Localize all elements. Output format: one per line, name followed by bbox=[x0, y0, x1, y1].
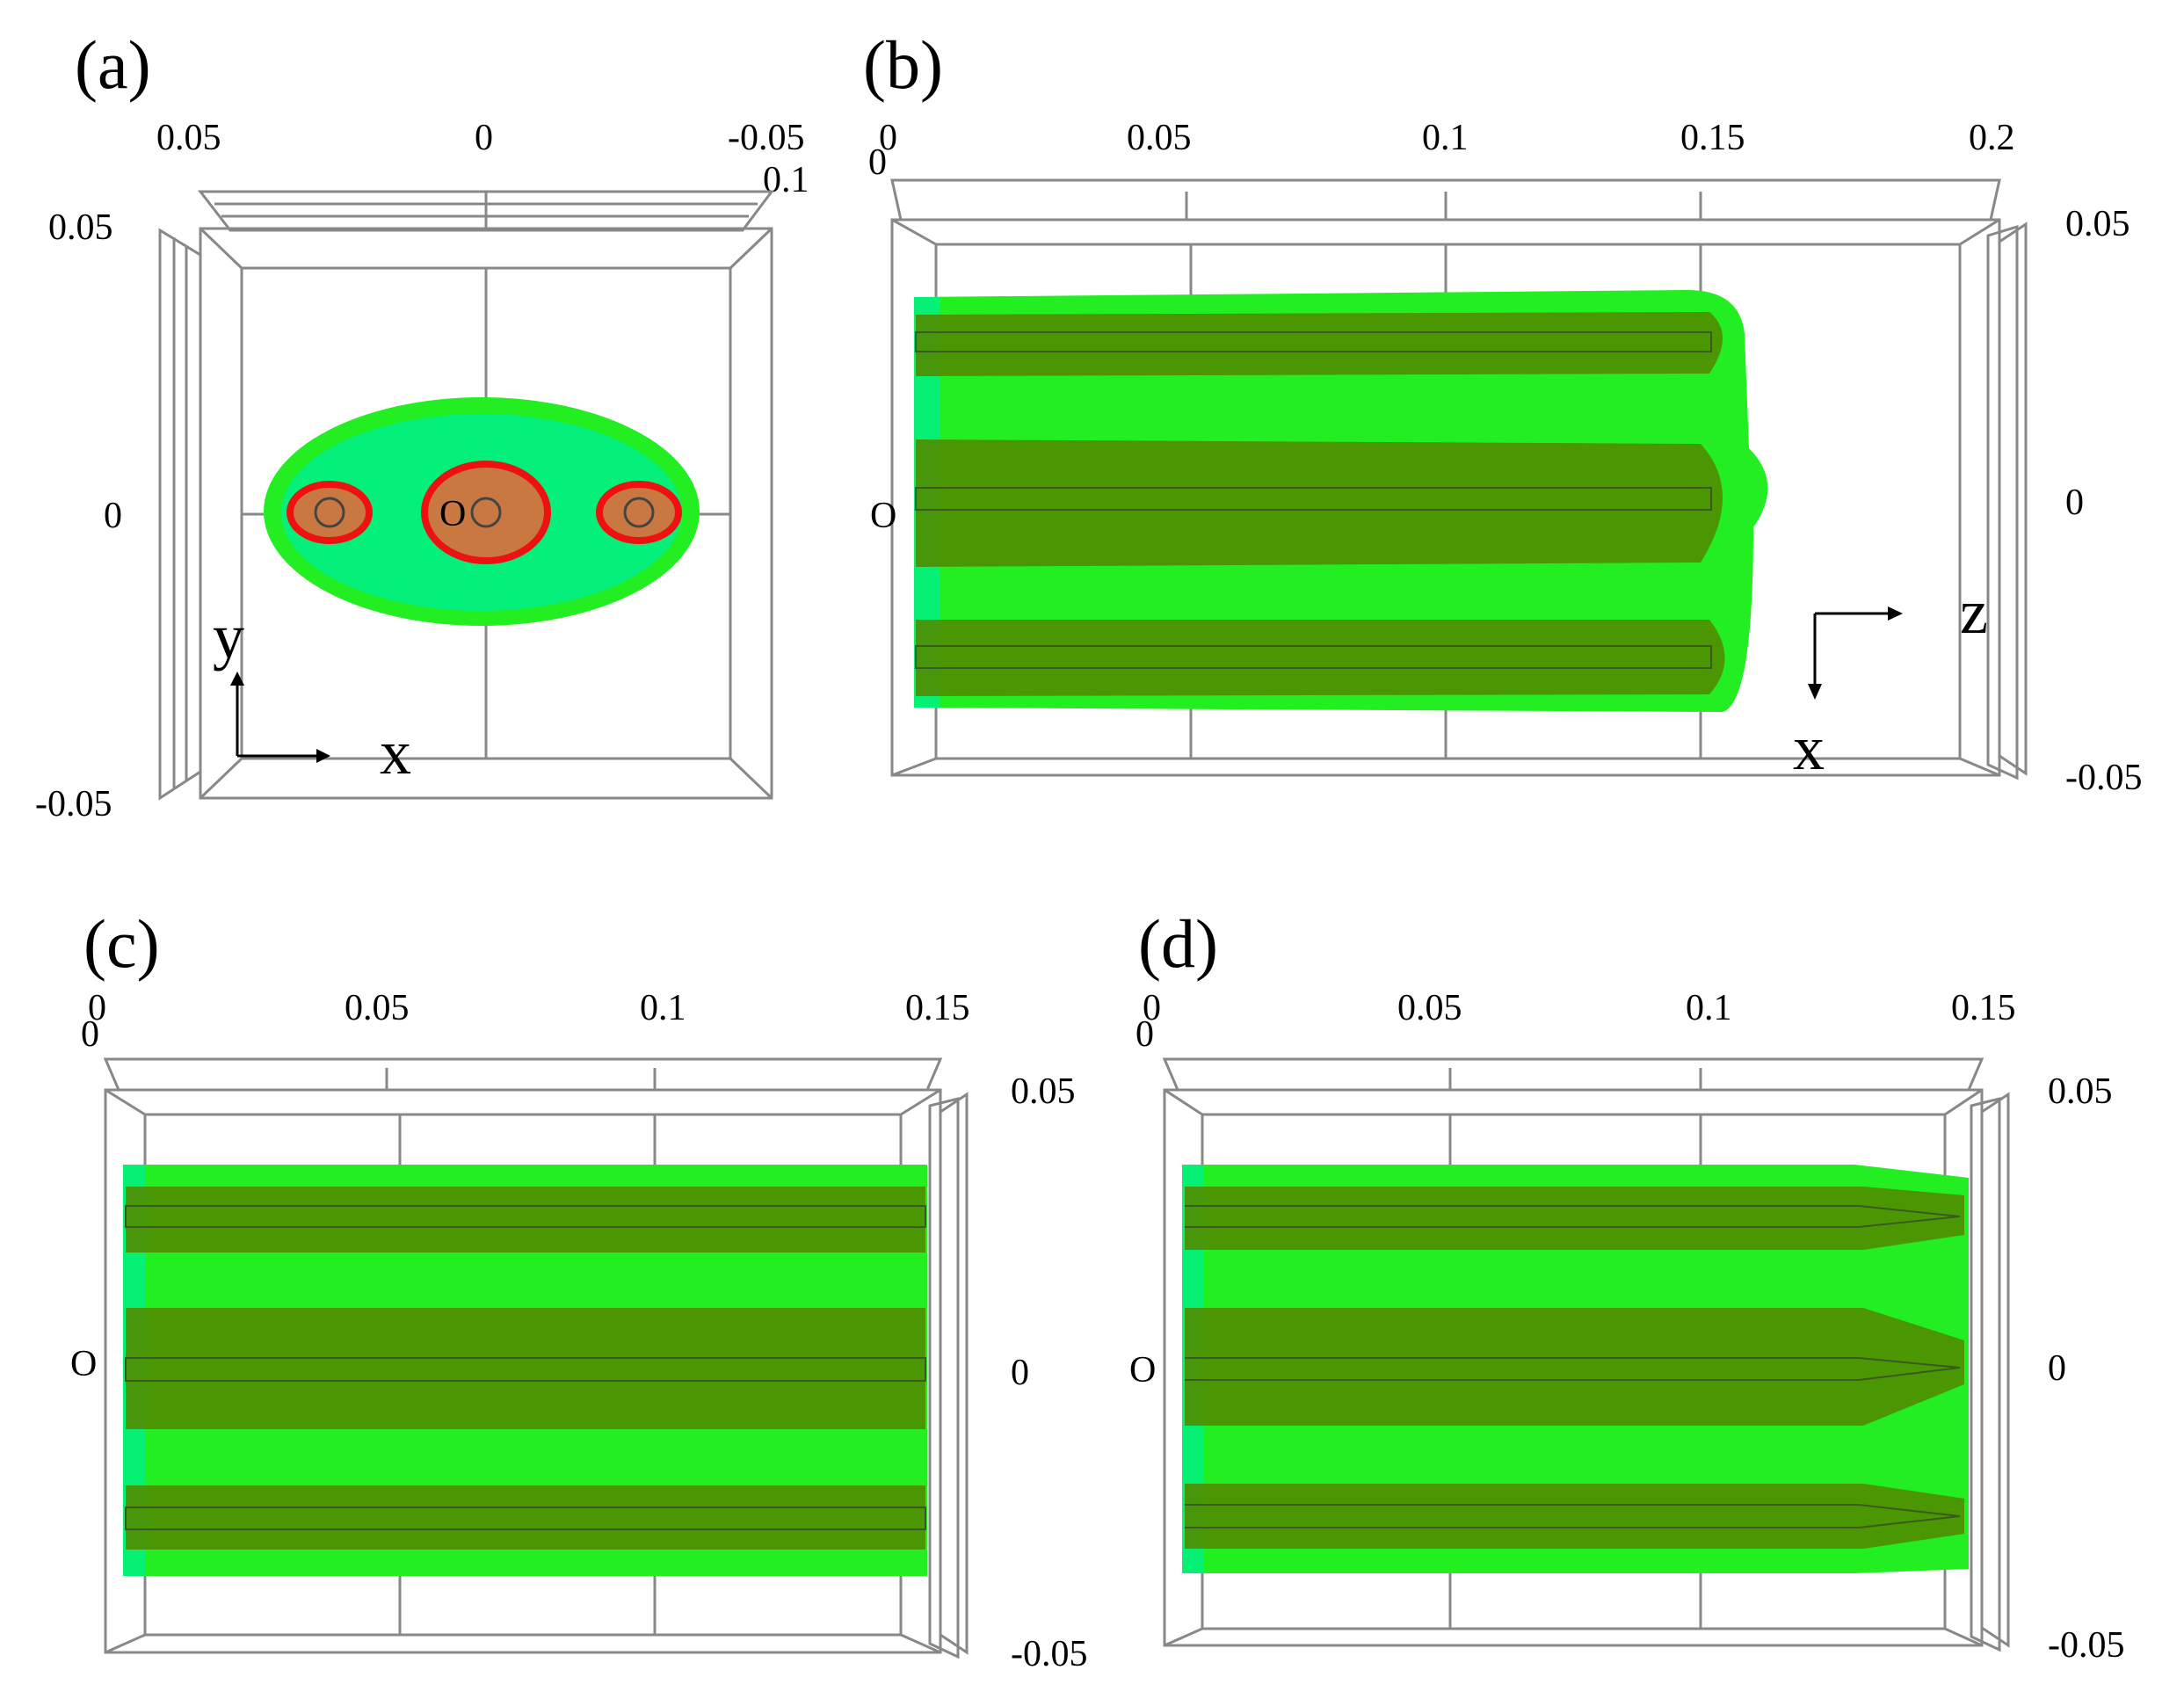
panel-c-label: (c) bbox=[83, 905, 160, 982]
panel-d-top-tick-0: 0 bbox=[1143, 988, 1161, 1028]
panel-d-top-tick-1: 0.05 bbox=[1397, 988, 1462, 1028]
panel-d-label: (d) bbox=[1138, 905, 1218, 982]
panel-c-contour bbox=[123, 1165, 927, 1576]
panel-a-top-tick-0: 0.05 bbox=[156, 118, 221, 158]
panel-c-corner-tick: 0 bbox=[81, 1014, 99, 1055]
panel-b-top-tick-3: 0.15 bbox=[1680, 118, 1745, 158]
panel-a-top-tick-1: 0 bbox=[475, 118, 493, 158]
panel-c-top-tick-2: 0.1 bbox=[640, 988, 686, 1028]
panel-a-top-tick-2: -0.05 bbox=[728, 118, 805, 158]
panel-a-axis-v: y bbox=[213, 601, 244, 672]
panel-a-frame bbox=[158, 190, 774, 801]
panel-b: (b) 0 0.05 0.1 0.15 0.2 0 0.05 0 -0.05 bbox=[863, 26, 2143, 798]
panel-c-right-tick-2: -0.05 bbox=[1011, 1634, 1088, 1674]
panel-a-axis-h: x bbox=[380, 717, 411, 788]
panel-d: (d) 0 0.05 0.1 0.15 0 0.05 0 -0.05 bbox=[1129, 905, 2125, 1666]
panel-b-top-tick-2: 0.1 bbox=[1422, 118, 1469, 158]
panel-b-origin: O bbox=[870, 496, 896, 536]
panel-d-contour bbox=[1182, 1165, 1969, 1573]
panel-d-right-tick-1: 0 bbox=[2048, 1348, 2066, 1389]
panel-a-label: (a) bbox=[75, 26, 151, 103]
panel-d-top-tick-3: 0.15 bbox=[1951, 988, 2016, 1028]
panel-a-left-tick-0: 0.05 bbox=[48, 207, 113, 248]
panel-b-top-tick-0: 0 bbox=[879, 118, 897, 158]
panel-b-right-tick-0: 0.05 bbox=[2065, 204, 2130, 244]
panel-a-origin: O bbox=[439, 494, 466, 534]
panel-b-label: (b) bbox=[863, 26, 943, 103]
panel-c-top-tick-0: 0 bbox=[88, 988, 106, 1028]
panel-d-right-tick-0: 0.05 bbox=[2048, 1071, 2113, 1112]
panel-d-right-tick-2: -0.05 bbox=[2048, 1625, 2125, 1666]
panel-c-top-tick-1: 0.05 bbox=[345, 988, 410, 1028]
panel-c-top-tick-3: 0.15 bbox=[905, 988, 970, 1028]
panel-a-left-tick-2: -0.05 bbox=[35, 784, 112, 824]
panel-b-axes-indicator bbox=[1808, 606, 1903, 700]
panel-b-right-tick-1: 0 bbox=[2065, 483, 2084, 523]
panel-c: (c) 0 0.05 0.1 0.15 0 0.05 0 -0.05 bbox=[70, 905, 1088, 1674]
panel-a-axes-indicator bbox=[230, 672, 330, 763]
panel-b-axis-v: x bbox=[1793, 713, 1825, 783]
panel-d-top-tick-2: 0.1 bbox=[1686, 988, 1732, 1028]
panel-b-top-tick-4: 0.2 bbox=[1969, 118, 2015, 158]
panel-a: (a) 0.05 0 -0.05 0.1 0.05 0 -0.05 bbox=[35, 26, 809, 824]
panel-d-corner-tick: 0 bbox=[1136, 1014, 1154, 1055]
panel-c-origin: O bbox=[70, 1344, 97, 1384]
panel-a-contour bbox=[264, 397, 700, 626]
panel-c-right-tick-0: 0.05 bbox=[1011, 1071, 1076, 1112]
panel-b-top-tick-1: 0.05 bbox=[1127, 118, 1192, 158]
panel-d-origin: O bbox=[1129, 1350, 1156, 1390]
panel-b-right-tick-2: -0.05 bbox=[2065, 758, 2143, 798]
panel-a-left-tick-1: 0 bbox=[104, 496, 122, 536]
panel-b-contour bbox=[914, 290, 1768, 712]
panel-b-axis-h: z bbox=[1960, 577, 1988, 647]
panel-c-right-tick-1: 0 bbox=[1011, 1353, 1029, 1393]
panel-b-corner-tick: 0 bbox=[868, 142, 887, 183]
